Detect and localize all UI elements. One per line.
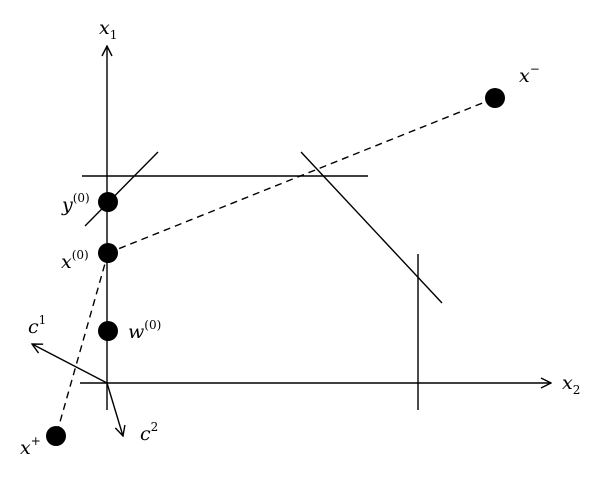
tangent-line-at-y0 [84, 151, 159, 227]
x2-axis-label: x2 [562, 372, 580, 397]
c1-vector [32, 344, 108, 384]
point-y0 [98, 192, 118, 212]
w0-label: w(0) [128, 318, 161, 343]
x-plus-label: x+ [20, 434, 41, 459]
y0-label: y(0) [61, 191, 90, 216]
c2-vector [106, 382, 123, 436]
point-x-minus [485, 88, 505, 108]
point-w0 [98, 321, 118, 341]
diagonal-constraint-line [300, 151, 443, 304]
x-minus-label: x− [519, 62, 540, 87]
dashed-ray-to-x-minus [107, 97, 496, 254]
c1-label: c1 [28, 313, 46, 338]
x1-axis-label: x1 [99, 17, 117, 42]
c2-label: c2 [140, 420, 158, 445]
point-x-plus [46, 426, 66, 446]
dashed-ray-to-x-plus [55, 252, 109, 437]
point-x0 [98, 243, 118, 263]
x0-label: x(0) [61, 248, 89, 273]
